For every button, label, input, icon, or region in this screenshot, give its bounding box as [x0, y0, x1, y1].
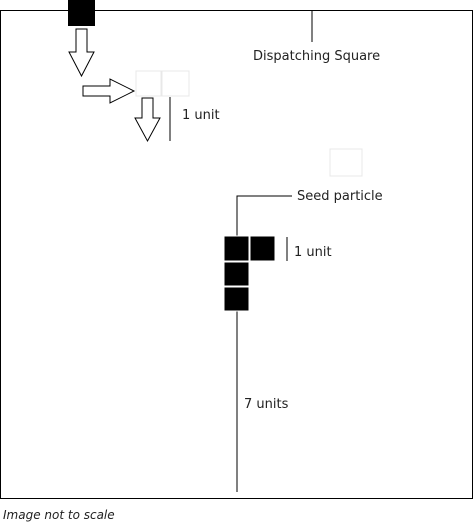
hollow-arrow-down-icon	[134, 97, 161, 143]
seed-square	[223, 235, 250, 262]
unit-label-seed: 1 unit	[294, 245, 332, 260]
aggregate-square	[249, 235, 276, 262]
seven-units-label: 7 units	[244, 397, 289, 412]
aggregate-square	[223, 286, 250, 312]
hollow-arrow-right-icon	[82, 78, 136, 104]
seed-particle-label: Seed particle	[297, 189, 383, 204]
faint-square	[161, 70, 190, 97]
domain-boundary	[0, 10, 473, 499]
hollow-arrow-down-icon	[68, 28, 95, 78]
dispatching-square	[68, 0, 95, 26]
aggregate-square	[223, 261, 250, 287]
unit-label-top: 1 unit	[182, 108, 220, 123]
faint-square	[135, 70, 162, 97]
footnote: Image not to scale	[3, 508, 115, 522]
faint-square	[329, 148, 363, 177]
seed-particle-leader	[236, 195, 292, 236]
dispatching-square-label: Dispatching Square	[253, 49, 380, 64]
